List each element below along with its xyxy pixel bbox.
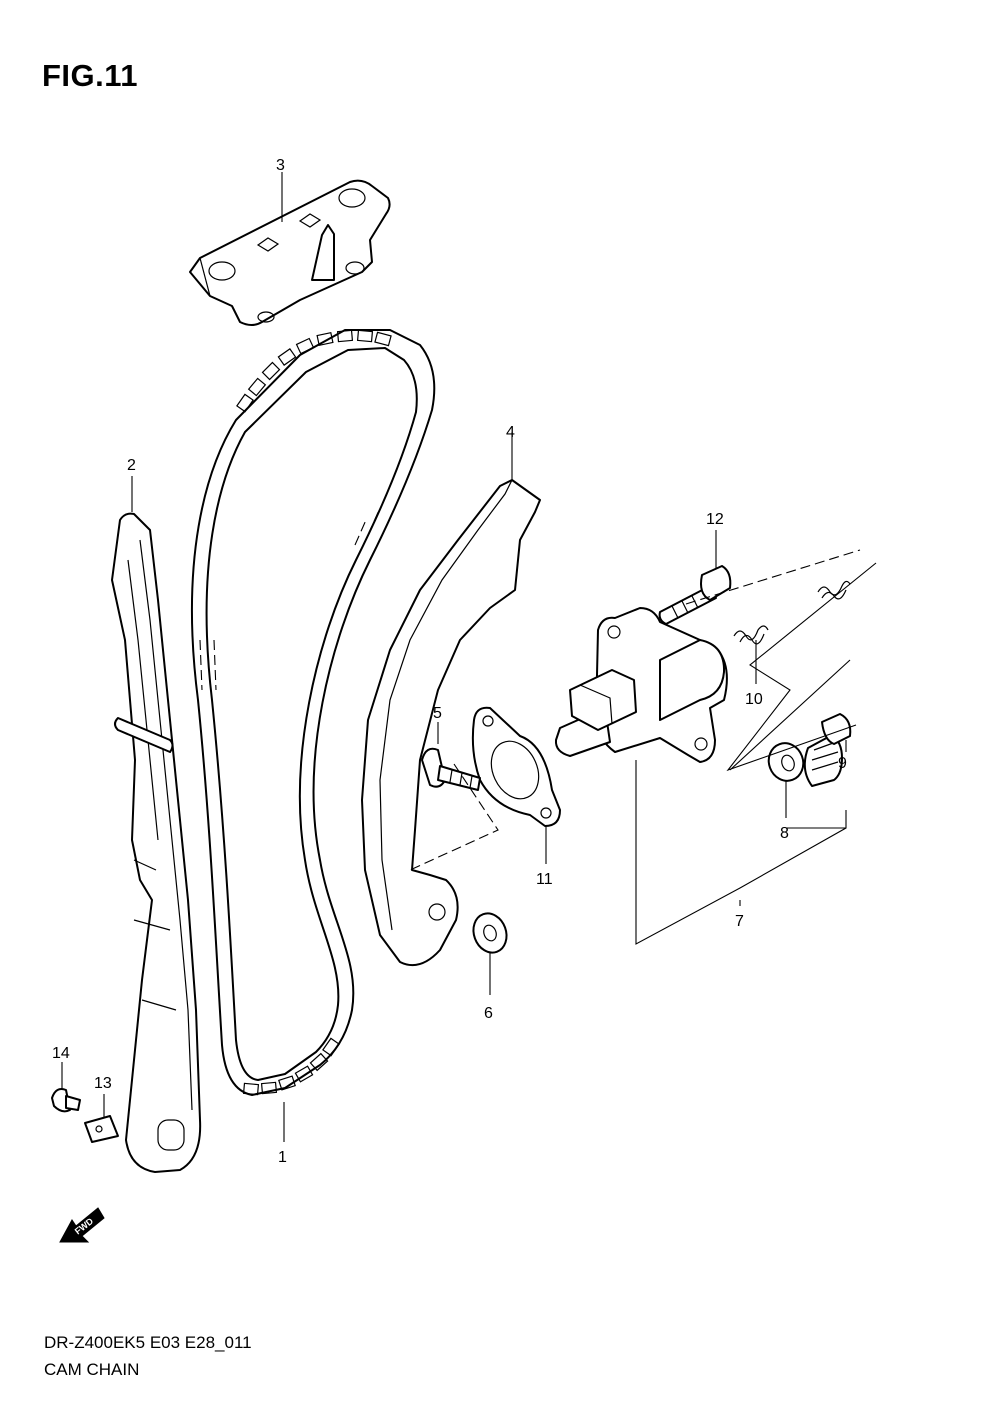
callout-10: 10 (745, 691, 763, 708)
callout-9: 9 (838, 755, 847, 772)
callout-14: 14 (52, 1045, 70, 1062)
diagram-code: DR-Z400EK5 E03 E28_011 (44, 1333, 252, 1352)
part-12-bolt[interactable] (658, 565, 732, 625)
chain-links-top (236, 329, 392, 413)
callout-1: 1 (278, 1149, 287, 1166)
part-10-spring[interactable] (733, 580, 851, 645)
callout-3: 3 (276, 157, 285, 174)
part-9-plug-bolt[interactable] (803, 713, 852, 787)
callout-13: 13 (94, 1075, 112, 1092)
callout-6: 6 (484, 1005, 493, 1022)
part-6-washer[interactable] (468, 909, 512, 958)
part-4-chain-guide-tensioner[interactable] (361, 479, 541, 966)
fwd-arrow-icon: FWD (59, 1207, 105, 1243)
part-5-bolt[interactable] (421, 747, 481, 791)
part-13-plate[interactable] (84, 1115, 119, 1143)
assembly-lines (409, 549, 877, 945)
callout-12: 12 (706, 511, 724, 528)
callout-leaders (61, 172, 847, 1142)
callout-7: 7 (735, 913, 744, 930)
callout-11: 11 (536, 871, 553, 888)
figure-title: FIG.11 (42, 58, 139, 93)
part-1-cam-chain[interactable] (190, 329, 436, 1096)
part-14-screw[interactable] (51, 1088, 81, 1113)
callout-2: 2 (127, 457, 136, 474)
chain-links-bottom (242, 1037, 340, 1096)
callout-5: 5 (433, 705, 442, 722)
callout-4: 4 (506, 424, 515, 441)
part-2-chain-guide-front[interactable] (111, 512, 202, 1173)
part-7-tensioner-assembly[interactable] (554, 607, 728, 763)
part-8-washer[interactable] (764, 738, 809, 785)
diagram-name: CAM CHAIN (44, 1360, 140, 1379)
callout-8: 8 (780, 825, 789, 842)
part-3-chain-guide-top[interactable] (189, 179, 391, 326)
part-11-gasket[interactable] (471, 706, 561, 827)
